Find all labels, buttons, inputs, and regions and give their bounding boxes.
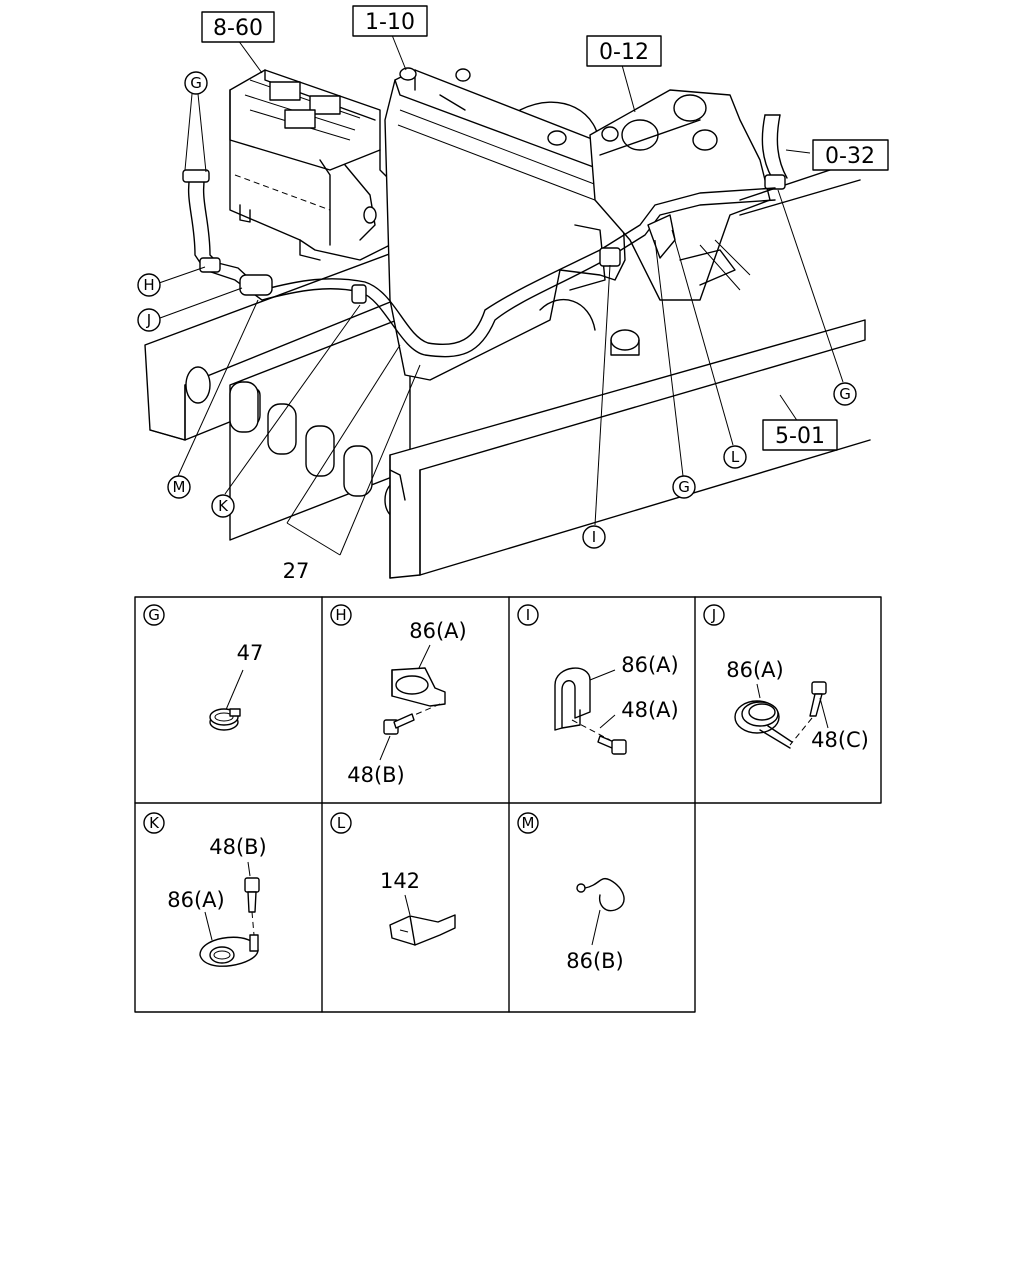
detail-j-part-2: 48(C) bbox=[811, 728, 869, 752]
clip-icon bbox=[199, 934, 259, 967]
detail-k-part-2: 86(A) bbox=[167, 888, 224, 912]
detail-h-letter: H bbox=[335, 606, 346, 624]
hose-part-number: 27 bbox=[283, 559, 310, 583]
reference-box-0-32: 0-32 bbox=[812, 139, 889, 171]
detail-j-part-1: 86(A) bbox=[726, 658, 783, 682]
engine-block bbox=[589, 89, 861, 301]
svg-text:M: M bbox=[173, 478, 186, 496]
callout-l: L bbox=[723, 445, 747, 469]
reference-label-8-60: 8-60 bbox=[213, 16, 263, 41]
callout-g-top: G bbox=[184, 71, 208, 95]
bolt-icon bbox=[597, 735, 627, 755]
callout-k: K bbox=[211, 494, 235, 518]
detail-grid bbox=[134, 596, 882, 1013]
reference-label-5-01: 5-01 bbox=[775, 424, 825, 449]
detail-k: K 48(B) 86(A) bbox=[143, 812, 267, 967]
callout-h: H bbox=[137, 273, 161, 297]
reference-box-1-10: 1-10 bbox=[352, 5, 428, 37]
reference-label-0-32: 0-32 bbox=[825, 144, 875, 169]
detail-j: J 86(A) 48(C) bbox=[703, 604, 869, 752]
detail-i-part-1: 86(A) bbox=[621, 653, 678, 677]
svg-text:G: G bbox=[678, 478, 690, 496]
svg-text:L: L bbox=[731, 448, 740, 466]
hose-clamp-icon bbox=[209, 708, 241, 731]
detail-g-part-1: 47 bbox=[237, 641, 264, 665]
detail-l-part-1: 142 bbox=[380, 869, 420, 893]
main-assembly-illustration: 8-60 1-10 0-12 0-32 5-01 G H J bbox=[137, 5, 889, 583]
callout-g-right: G bbox=[833, 382, 857, 406]
bolt-icon bbox=[809, 681, 827, 717]
callout-g-mid: G bbox=[672, 475, 696, 499]
svg-text:I: I bbox=[592, 528, 596, 546]
detail-k-letter: K bbox=[149, 814, 160, 832]
svg-text:G: G bbox=[839, 385, 851, 403]
detail-g: G 47 bbox=[143, 604, 264, 731]
svg-text:J: J bbox=[146, 311, 151, 329]
reference-box-5-01: 5-01 bbox=[762, 419, 838, 451]
detail-l: L 142 bbox=[330, 812, 456, 946]
detail-l-letter: L bbox=[337, 814, 346, 832]
reference-label-1-10: 1-10 bbox=[365, 10, 415, 35]
bracket-icon bbox=[389, 914, 456, 946]
clip-icon bbox=[734, 700, 793, 749]
heater-hose bbox=[182, 169, 776, 358]
radiator bbox=[384, 67, 640, 381]
detail-h-part-2: 48(B) bbox=[347, 763, 405, 787]
clip-icon bbox=[554, 667, 591, 731]
bolt-icon bbox=[383, 713, 415, 735]
callout-j: J bbox=[137, 308, 161, 332]
frame-rail bbox=[389, 319, 871, 579]
svg-text:H: H bbox=[143, 276, 154, 294]
detail-m: M 86(B) bbox=[517, 812, 625, 973]
detail-g-letter: G bbox=[148, 606, 160, 624]
svg-text:K: K bbox=[218, 497, 229, 515]
reference-label-0-12: 0-12 bbox=[599, 40, 649, 65]
detail-h-part-1: 86(A) bbox=[409, 619, 466, 643]
detail-m-letter: M bbox=[522, 814, 535, 832]
detail-k-part-1: 48(B) bbox=[209, 835, 267, 859]
wire-clip-icon bbox=[576, 878, 625, 912]
detail-h: H 86(A) 48(B) bbox=[330, 604, 467, 787]
detail-j-letter: J bbox=[711, 606, 716, 624]
detail-i: I 86(A) 48(A) bbox=[517, 604, 679, 755]
reference-box-0-12: 0-12 bbox=[586, 35, 662, 67]
detail-m-part-1: 86(B) bbox=[566, 949, 624, 973]
heater-unit bbox=[229, 69, 391, 261]
clip-icon bbox=[391, 667, 446, 707]
callout-m: M bbox=[167, 475, 191, 499]
bolt-icon bbox=[244, 877, 260, 913]
water-pipe bbox=[761, 114, 788, 190]
detail-i-part-2: 48(A) bbox=[621, 698, 678, 722]
svg-text:G: G bbox=[190, 74, 202, 92]
reference-box-8-60: 8-60 bbox=[201, 11, 275, 43]
leader-lines bbox=[158, 34, 844, 556]
callout-i: I bbox=[582, 525, 606, 549]
frame-crossmember bbox=[144, 249, 421, 541]
detail-i-letter: I bbox=[526, 606, 530, 624]
